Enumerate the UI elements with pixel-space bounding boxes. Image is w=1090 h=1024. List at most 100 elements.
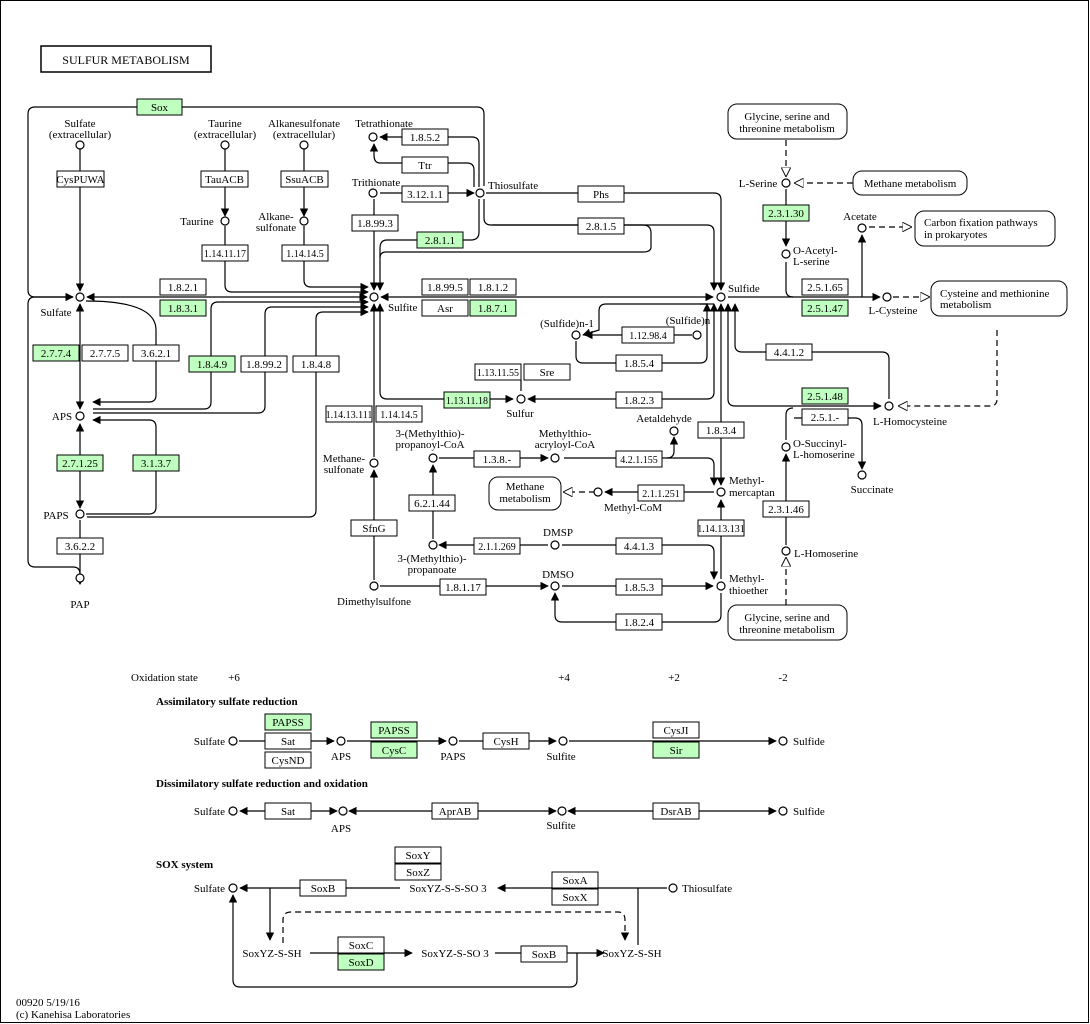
- enzyme-box-e1848[interactable]: [292, 355, 340, 373]
- enzyme-box-e2815[interactable]: [577, 217, 625, 235]
- enzyme-box-e2311[interactable]: [762, 500, 810, 518]
- enzyme-box-e31211[interactable]: [401, 185, 449, 203]
- enzyme-box-e25165[interactable]: [801, 278, 849, 296]
- enzyme-box-e114145[interactable]: [281, 244, 329, 262]
- enzyme-box-e18992[interactable]: [240, 355, 288, 373]
- enzyme-box-sat[interactable]: [264, 732, 312, 750]
- enzyme-box-e2774[interactable]: [32, 344, 80, 362]
- enzyme-label-e2775: 2.7.7.5: [90, 348, 121, 360]
- enzyme-box-e3137[interactable]: [132, 454, 180, 472]
- map-glycine-top[interactable]: [727, 103, 848, 140]
- assimilatory-title: Assimilatory sulfate reduction: [156, 696, 298, 708]
- enzyme-box-e1823[interactable]: [615, 391, 663, 409]
- enzyme-box-e1831[interactable]: [159, 299, 207, 317]
- enzyme-box-e3621[interactable]: [132, 344, 180, 362]
- enzyme-box-sox[interactable]: [136, 98, 183, 116]
- enzyme-box-e138[interactable]: [473, 450, 521, 468]
- dissim-aps: APS: [331, 823, 351, 835]
- enzyme-box-sfng[interactable]: [350, 519, 398, 537]
- enzyme-box-phs[interactable]: [577, 185, 625, 203]
- enzyme-box-e4412[interactable]: [765, 343, 813, 361]
- dissim-sulfide: Sulfide: [793, 806, 825, 818]
- map-methane[interactable]: [852, 170, 968, 196]
- alkanesulfonate-ext-label-2: (extracellular): [273, 129, 336, 141]
- enzyme-box-sir[interactable]: [652, 741, 700, 759]
- enzyme-box-soxz[interactable]: [394, 863, 442, 881]
- enzyme-box-e1821[interactable]: [159, 278, 207, 296]
- enzyme-box-sat[interactable]: [264, 802, 312, 820]
- enzyme-box-e25148[interactable]: [801, 387, 849, 405]
- enzyme-box-e421155[interactable]: [615, 450, 663, 468]
- enzyme-label-tauacb: TauACB: [205, 174, 244, 186]
- map-carbon-fixation[interactable]: [914, 210, 1056, 247]
- enzyme-box-e1812[interactable]: [469, 278, 517, 296]
- enzyme-box-cysji[interactable]: [652, 721, 700, 739]
- map-methane-2[interactable]: [488, 476, 562, 511]
- enzyme-box-ssuacb[interactable]: [280, 170, 329, 188]
- enzyme-box-e251[interactable]: [801, 408, 849, 426]
- enzyme-label-e1141117: 1.14.11.17: [204, 249, 246, 260]
- acryloyl-coa-label-1: Methylthio-: [539, 428, 592, 440]
- enzyme-box-ttr[interactable]: [401, 156, 449, 174]
- sox-title: SOX system: [156, 859, 213, 871]
- enzyme-box-e1131118[interactable]: [443, 391, 491, 409]
- enzyme-box-sre[interactable]: [523, 363, 571, 381]
- enzyme-box-soxc[interactable]: [337, 936, 385, 954]
- enzyme-box-soxb1[interactable]: [299, 879, 347, 897]
- enzyme-box-e2313[interactable]: [762, 204, 810, 222]
- enzyme-box-e27125[interactable]: [56, 454, 104, 472]
- enzyme-box-e3622[interactable]: [56, 537, 104, 555]
- map-glycine-bottom[interactable]: [727, 604, 848, 641]
- enzyme-label-e251: 2.5.1.-: [811, 412, 840, 424]
- enzyme-label-dsrab: DsrAB: [660, 806, 691, 818]
- enzyme-box-cysh[interactable]: [482, 732, 530, 750]
- enzyme-box-aprab[interactable]: [431, 802, 479, 820]
- enzyme-label-e2815: 2.8.1.5: [586, 221, 617, 233]
- enzyme-box-e25147[interactable]: [801, 299, 849, 317]
- enzyme-box-e11413111[interactable]: [325, 405, 373, 423]
- enzyme-box-e1853[interactable]: [615, 578, 663, 596]
- enzyme-box-cysc[interactable]: [370, 741, 418, 759]
- enzyme-box-e1141117[interactable]: [201, 244, 249, 262]
- enzyme-box-cysnd[interactable]: [264, 751, 312, 769]
- enzyme-box-e1852[interactable]: [401, 128, 449, 146]
- methanesulfonate-label-2: sulfonate: [324, 464, 364, 476]
- map-cysteine-methionine[interactable]: [930, 280, 1068, 317]
- enzyme-box-e11413131[interactable]: [697, 519, 745, 537]
- enzyme-box-soxy[interactable]: [394, 846, 442, 864]
- enzyme-box-e18117[interactable]: [439, 578, 487, 596]
- enzyme-box-e112984[interactable]: [621, 326, 675, 344]
- enzyme-box-e4413[interactable]: [615, 537, 663, 555]
- enzyme-box-e1871[interactable]: [469, 299, 517, 317]
- enzyme-box-e211251[interactable]: [637, 484, 685, 502]
- enzyme-box-e62144[interactable]: [408, 494, 456, 512]
- enzyme-box-e1849[interactable]: [188, 355, 236, 373]
- enzyme-box-papss1[interactable]: [264, 713, 312, 731]
- enzyme-box-cyspuwa[interactable]: [56, 170, 105, 188]
- enzyme-box-e18995[interactable]: [421, 278, 469, 296]
- enzyme-box-tauacb[interactable]: [200, 170, 249, 188]
- enzyme-box-soxd[interactable]: [337, 953, 385, 971]
- enzyme-box-e1854[interactable]: [615, 354, 663, 372]
- enzyme-label-ttr: Ttr: [418, 160, 432, 172]
- map-glycine-bottom-text-2: threonine metabolism: [739, 624, 835, 636]
- enzyme-box-e211269[interactable]: [473, 537, 521, 555]
- enzyme-box-e1824[interactable]: [615, 613, 663, 631]
- enzyme-box-e18993[interactable]: [351, 214, 399, 232]
- enzyme-box-e281[interactable]: [416, 231, 464, 249]
- enzyme-box-e1834[interactable]: [697, 421, 745, 439]
- enzyme-box-soxx[interactable]: [551, 888, 599, 906]
- enzyme-box-dsrab[interactable]: [652, 802, 700, 820]
- enzyme-box-asr[interactable]: [421, 299, 469, 317]
- enzyme-box-soxb2[interactable]: [520, 945, 568, 963]
- enzyme-box-e2775[interactable]: [81, 344, 129, 362]
- enzyme-label-e1821: 1.8.2.1: [168, 282, 198, 294]
- enzyme-label-e62144: 6.2.1.44: [414, 498, 450, 510]
- enzyme-box-e1141451[interactable]: [375, 405, 423, 423]
- enzyme-label-e4413: 4.4.1.3: [624, 541, 655, 553]
- enzyme-label-e11413131: 1.14.13.131: [697, 524, 745, 535]
- enzyme-box-e1131155[interactable]: [474, 363, 522, 381]
- enzyme-box-soxa[interactable]: [551, 871, 599, 889]
- enzyme-box-papss2[interactable]: [370, 721, 418, 739]
- enzyme-label-e1141451: 1.14.14.5: [380, 410, 418, 421]
